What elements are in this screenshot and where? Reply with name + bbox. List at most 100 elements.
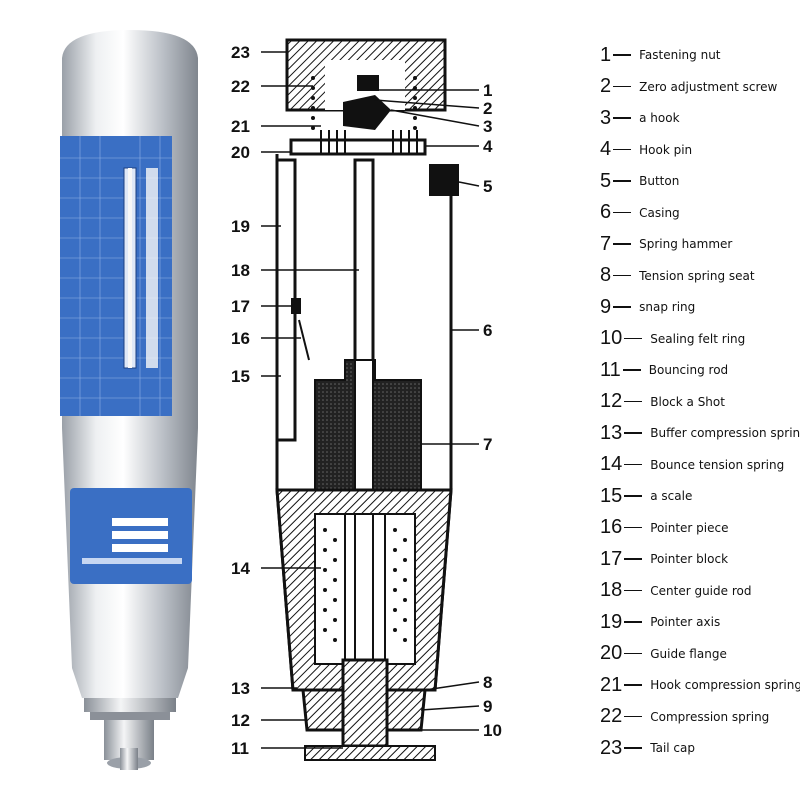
hammer-top-cap bbox=[62, 30, 198, 58]
callout-1: 1 bbox=[483, 81, 492, 100]
legend-row: 7Spring hammer bbox=[600, 229, 732, 259]
legend-part-name: a hook bbox=[639, 111, 679, 125]
legend-row: 3 a hook bbox=[600, 103, 680, 133]
callout-12: 12 bbox=[231, 711, 250, 730]
legend-dash bbox=[624, 621, 642, 623]
callout-6: 6 bbox=[483, 321, 492, 340]
parts-legend: 1 Fastening nut 2 Zero adjustment screw 3 a h… bbox=[600, 40, 800, 800]
legend-number: 2 bbox=[600, 75, 611, 98]
callout-14: 14 bbox=[231, 559, 250, 578]
legend-part-name: Center guide rod bbox=[650, 584, 751, 598]
bottom-ring bbox=[84, 698, 176, 712]
legend-number: 19 bbox=[600, 611, 622, 634]
legend-row: 5 Button bbox=[600, 166, 679, 196]
legend-part-name: Compression spring bbox=[650, 710, 769, 724]
legend-row: 4Hook pin bbox=[600, 135, 692, 165]
legend-dash bbox=[624, 558, 642, 560]
legend-dash bbox=[624, 464, 642, 466]
legend-number: 9 bbox=[600, 296, 611, 319]
legend-dash bbox=[613, 243, 631, 245]
legend-row: 19 Pointer axis bbox=[600, 607, 720, 637]
callout-11: 11 bbox=[231, 739, 249, 758]
legend-dash bbox=[624, 432, 642, 434]
legend-part-name: Pointer axis bbox=[650, 615, 720, 629]
legend-number: 15 bbox=[600, 485, 622, 508]
legend-number: 7 bbox=[600, 233, 611, 256]
callout-21: 21 bbox=[231, 117, 250, 136]
legend-row: 12 Block a Shot bbox=[600, 387, 725, 417]
legend-number: 18 bbox=[600, 579, 622, 602]
legend-number: 23 bbox=[600, 737, 622, 760]
legend-part-name: Casing bbox=[639, 206, 680, 220]
callout-18: 18 bbox=[231, 261, 250, 280]
legend-part-name: Button bbox=[639, 174, 679, 188]
legend-dash bbox=[613, 212, 631, 214]
legend-part-name: Bounce tension spring bbox=[650, 458, 784, 472]
callout-4: 4 bbox=[483, 137, 493, 156]
legend-part-name: Pointer piece bbox=[650, 521, 728, 535]
callout-5: 5 bbox=[483, 177, 492, 196]
legend-part-name: Fastening nut bbox=[639, 48, 720, 62]
legend-row: 22Compression spring bbox=[600, 702, 769, 732]
callout-9: 9 bbox=[483, 697, 492, 716]
legend-number: 14 bbox=[600, 453, 622, 476]
callout-19: 19 bbox=[231, 217, 250, 236]
legend-number: 10 bbox=[600, 327, 622, 350]
callout-3: 3 bbox=[483, 117, 492, 136]
legend-row: 13Buffer compression spring bbox=[600, 418, 800, 448]
legend-dash bbox=[623, 369, 641, 371]
zero-adjust-screw bbox=[357, 75, 379, 91]
callout-8: 8 bbox=[483, 673, 492, 692]
legend-part-name: Tail cap bbox=[650, 741, 695, 755]
callout-10: 10 bbox=[483, 721, 502, 740]
legend-dash bbox=[624, 590, 642, 592]
callout-20: 20 bbox=[231, 143, 250, 162]
legend-dash bbox=[624, 684, 642, 686]
callout-15: 15 bbox=[231, 367, 250, 386]
legend-number: 6 bbox=[600, 201, 611, 224]
serial-tag bbox=[70, 488, 192, 584]
legend-number: 4 bbox=[600, 138, 611, 161]
legend-row: 6 Casing bbox=[600, 198, 680, 228]
legend-row: 9 snap ring bbox=[600, 292, 695, 322]
callout-22: 22 bbox=[231, 77, 250, 96]
guide-flange bbox=[291, 140, 425, 154]
scale-label bbox=[60, 136, 172, 416]
button bbox=[429, 164, 459, 196]
legend-part-name: Hook compression spring bbox=[650, 678, 800, 692]
legend-number: 12 bbox=[600, 390, 622, 413]
rebound-hammer-photo bbox=[40, 18, 220, 788]
callout-2: 2 bbox=[483, 99, 492, 118]
callout-17: 17 bbox=[231, 297, 250, 316]
legend-part-name: Buffer compression spring bbox=[650, 426, 800, 440]
legend-dash bbox=[624, 747, 642, 749]
legend-dash bbox=[613, 149, 631, 151]
legend-dash bbox=[613, 54, 631, 56]
legend-dash bbox=[613, 306, 631, 308]
legend-number: 3 bbox=[600, 107, 611, 130]
legend-number: 16 bbox=[600, 516, 622, 539]
legend-part-name: Block a Shot bbox=[650, 395, 725, 409]
legend-row: 18 Center guide rod bbox=[600, 576, 751, 606]
legend-dash bbox=[613, 275, 631, 277]
legend-dash bbox=[624, 401, 642, 403]
legend-number: 1 bbox=[600, 44, 611, 67]
legend-dash bbox=[613, 86, 631, 88]
legend-dash bbox=[624, 716, 642, 718]
legend-row: 1 Fastening nut bbox=[600, 40, 721, 70]
pointer-piece bbox=[299, 320, 309, 360]
legend-number: 20 bbox=[600, 642, 622, 665]
callout-13: 13 bbox=[231, 679, 250, 698]
legend-part-name: Zero adjustment screw bbox=[639, 80, 777, 94]
legend-dash bbox=[624, 527, 642, 529]
legend-number: 5 bbox=[600, 170, 611, 193]
legend-part-name: Sealing felt ring bbox=[650, 332, 745, 346]
legend-part-name: snap ring bbox=[639, 300, 695, 314]
legend-part-name: a scale bbox=[650, 489, 692, 503]
callout-23: 23 bbox=[231, 43, 250, 62]
legend-row: 23 Tail cap bbox=[600, 733, 695, 763]
